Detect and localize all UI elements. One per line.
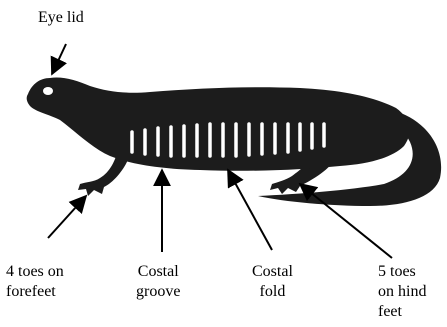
label-eye-lid: Eye lid xyxy=(38,8,84,28)
label-toes-forefeet: 4 toes on forefeet xyxy=(6,262,64,302)
label-costal-fold: Costal fold xyxy=(252,262,293,302)
salamander-eye xyxy=(43,87,53,95)
arrow-eye-lid xyxy=(52,44,66,74)
arrow-toes-forefeet xyxy=(48,196,86,238)
arrow-costal-fold xyxy=(228,170,272,250)
salamander-body xyxy=(27,77,410,170)
label-toes-hind-feet: 5 toes on hind feet xyxy=(378,262,426,322)
label-costal-groove: Costal groove xyxy=(136,262,180,302)
